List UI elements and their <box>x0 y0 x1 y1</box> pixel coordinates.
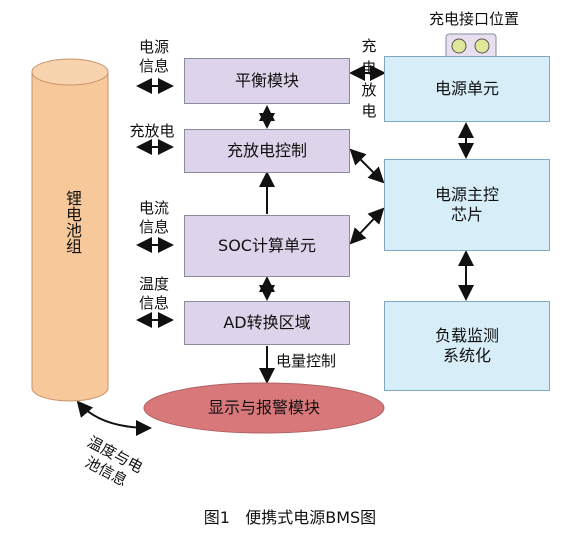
arrow-charge-mainchip <box>349 148 385 184</box>
battery-label: 锂电池组 <box>63 190 82 254</box>
battery-cylinder <box>31 58 109 402</box>
box-soc-unit: SOC计算单元 <box>184 215 350 277</box>
label-power-info: 电源 信息 <box>138 38 169 75</box>
figure-caption: 图1 便携式电源BMS图 <box>203 508 377 527</box>
display-alarm-ellipse <box>143 382 385 434</box>
label-power-control: 电量控制 <box>276 352 337 370</box>
charging-port-icon <box>445 33 497 59</box>
label-charge-discharge: 充放电 <box>129 122 175 140</box>
label-port-position: 充电接口位置 <box>428 10 519 28</box>
display-alarm-label: 显示与报警模块 <box>207 398 320 417</box>
box-balance-module: 平衡模块 <box>184 58 350 104</box>
label-temp-info: 温度 信息 <box>138 275 169 312</box>
box-power-unit: 电源单元 <box>384 56 550 122</box>
label-charge-vertical: 充 电 放 电 <box>361 37 377 121</box>
arrow-battery-ellipse <box>76 400 152 436</box>
arrow-soc-mainchip <box>349 207 385 245</box>
label-current-info: 电流 信息 <box>138 199 169 236</box>
box-ad-conversion: AD转换区域 <box>184 301 350 345</box>
box-charge-control: 充放电控制 <box>184 129 350 173</box>
box-load-monitor: 负载监测 系统化 <box>384 301 550 391</box>
box-power-main-chip: 电源主控 芯片 <box>384 159 550 251</box>
